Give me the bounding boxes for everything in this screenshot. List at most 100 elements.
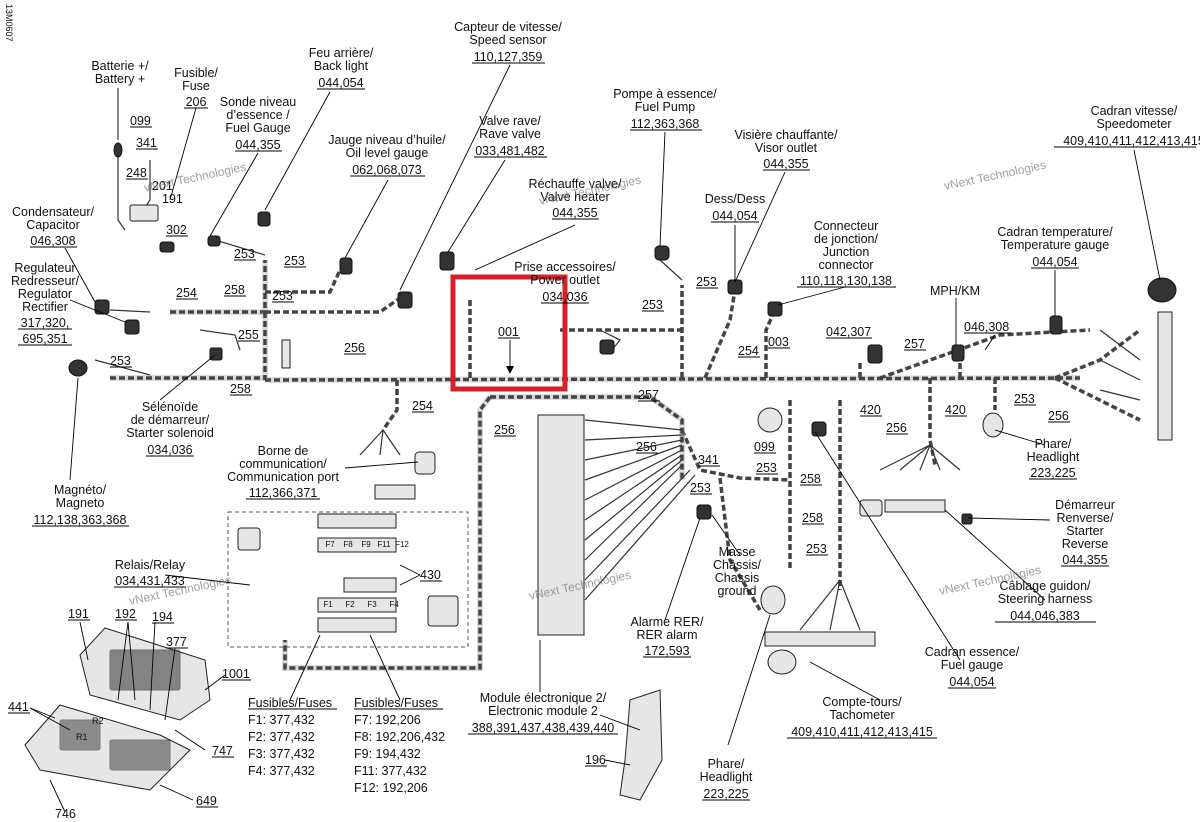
callout-257-a: 257: [904, 337, 925, 351]
callout-258-c: 258: [800, 472, 821, 486]
rave-valve-ref: 033,481,482: [475, 144, 545, 158]
fuse-letter-f9: F9: [361, 540, 371, 549]
callout-196: 196: [585, 753, 606, 767]
rer-ref: 172,593: [644, 644, 689, 658]
callout-253-d: 253: [110, 354, 131, 368]
watermark-3: vNext Technologies: [943, 158, 1047, 193]
visor-fr: Visière chauffante/: [734, 128, 838, 142]
callout-258-d: 258: [802, 511, 823, 525]
speedometer-fr: Cadran vitesse/: [1091, 104, 1178, 118]
fuses-left-title: Fusibles/Fuses: [248, 696, 332, 710]
callout-253-e: 253: [642, 298, 663, 312]
callout-747: 747: [212, 744, 233, 758]
oil-gauge-en: Oil level gauge: [346, 146, 429, 160]
callout-253-g: 253: [1014, 392, 1035, 406]
callout-numbers: 099 341 248 201 191 302 253 253 254 258 …: [8, 114, 1070, 821]
fuel-sender-l3: Fuel Gauge: [225, 121, 290, 135]
visor-ref: 044,355: [763, 157, 808, 171]
visor-en: Visor outlet: [755, 141, 818, 155]
fuel-dial-ref: 044,054: [949, 675, 994, 689]
speedometer-ref: 409,410,411,412,413,415: [1063, 134, 1200, 148]
callout-257-b: 257: [638, 388, 659, 402]
fuse-letter-f8: F8: [343, 540, 353, 549]
reverse-ref: 044,355: [1062, 553, 1107, 567]
fuses-left-f3: F3: 377,432: [248, 747, 315, 761]
callout-258-a: 258: [224, 283, 245, 297]
temp-gauge-en: Temperature gauge: [1001, 238, 1109, 252]
capacitor-fr: Condensateur/: [12, 205, 95, 219]
fuses-left-f4: F4: 377,432: [248, 764, 315, 778]
callout-253-h: 253: [756, 461, 777, 475]
branch-wires: [94, 150, 1141, 631]
mph-label: MPH/KM: [930, 284, 980, 298]
oil-gauge-ref: 062,068,073: [352, 163, 422, 177]
power-outlet-en: Power outlet: [530, 273, 600, 287]
rave-valve-fr: Valve rave/: [479, 114, 541, 128]
callout-255: 255: [238, 328, 259, 342]
backlight-en: Back light: [314, 59, 369, 73]
steering-en: Steering harness: [998, 592, 1093, 606]
fuses-right-title: Fusibles/Fuses: [354, 696, 438, 710]
callout-099: 099: [130, 114, 151, 128]
magneto-fr: Magnéto/: [54, 483, 107, 497]
fuses-left-f1: F1: 377,432: [248, 713, 315, 727]
speed-sensor-fr: Capteur de vitesse/: [454, 20, 562, 34]
fuel-dial-en: Fuel gauge: [941, 658, 1004, 672]
callout-254-b: 254: [412, 399, 433, 413]
devices: [68, 142, 1177, 801]
callout-341-b: 341: [698, 453, 719, 467]
junction-l2: de jonction/: [814, 232, 878, 246]
magneto-ref: 112,138,363,368: [34, 513, 127, 527]
callout-253-c: 253: [272, 289, 293, 303]
fuel-sender-l1: Sonde niveau: [220, 95, 297, 109]
capacitor-en: Capacitor: [26, 218, 80, 232]
junction-l4: connector: [819, 258, 874, 272]
callout-191a: 191: [162, 192, 183, 206]
callout-256-d: 256: [886, 421, 907, 435]
fuse-letter-f11: F11: [377, 540, 391, 549]
callout-254-c: 254: [738, 344, 759, 358]
ground-l2: Châssis/: [713, 558, 761, 572]
main-harness: [110, 260, 1142, 671]
callout-001: 001: [498, 325, 519, 339]
callout-254-a: 254: [176, 286, 197, 300]
callout-192: 192: [115, 607, 136, 621]
solenoid-ref: 034,036: [147, 443, 192, 457]
relay-label: Relais/Relay: [115, 558, 186, 572]
regulator-ref1: 317,320,: [21, 316, 70, 330]
fuses-right-f11: F11: 377,432: [354, 764, 427, 778]
power-outlet-fr: Prise accessoires/: [514, 260, 616, 274]
fuses-right-f12: F12: 192,206: [354, 781, 428, 795]
callout-256-e: 256: [636, 440, 657, 454]
valve-heater-ref: 044,355: [552, 206, 597, 220]
dess-label: Dess/Dess: [705, 192, 765, 206]
oil-gauge-fr: Jauge niveau d’huile/: [328, 133, 446, 147]
magneto-en: Magneto: [56, 496, 105, 510]
fuse-box: [24, 627, 211, 791]
fuse-letter-f12: F12: [395, 540, 409, 549]
fuses-left-f2: F2: 377,432: [248, 730, 315, 744]
comm-l1: Borne de: [258, 444, 309, 458]
solenoid-l2: de démarreur/: [131, 413, 210, 427]
fuse-letter-f1: F1: [323, 600, 333, 609]
callout-253-j: 253: [806, 542, 827, 556]
headlight-r-fr: Phare/: [1035, 437, 1072, 451]
callout-201: 201: [152, 179, 173, 193]
power-outlet-ref: 034,036: [542, 290, 587, 304]
fuse-letter-f4: F4: [389, 600, 399, 609]
rer-fr: Alarme RER/: [631, 615, 704, 629]
fuse-label-en: Fuse: [182, 79, 210, 93]
speed-sensor-en: Speed sensor: [469, 33, 546, 47]
tacho-fr: Compte-tours/: [822, 695, 902, 709]
fuse-letter-f3: F3: [367, 600, 377, 609]
comm-l3: Communication port: [227, 470, 339, 484]
fuel-sender-ref: 044,355: [235, 138, 280, 152]
fuses-right-f7: F7: 192,206: [354, 713, 421, 727]
callout-253-i: 253: [690, 481, 711, 495]
steering-fr: Câblage guidon/: [999, 579, 1091, 593]
regulator-l3: Regulator: [18, 287, 72, 301]
callout-746: 746: [55, 807, 76, 821]
labels: Batterie +/ Battery + Fusible/ Fuse 206 …: [11, 20, 1200, 801]
fuel-pump-fr: Pompe à essence/: [613, 87, 717, 101]
callout-302: 302: [166, 223, 187, 237]
